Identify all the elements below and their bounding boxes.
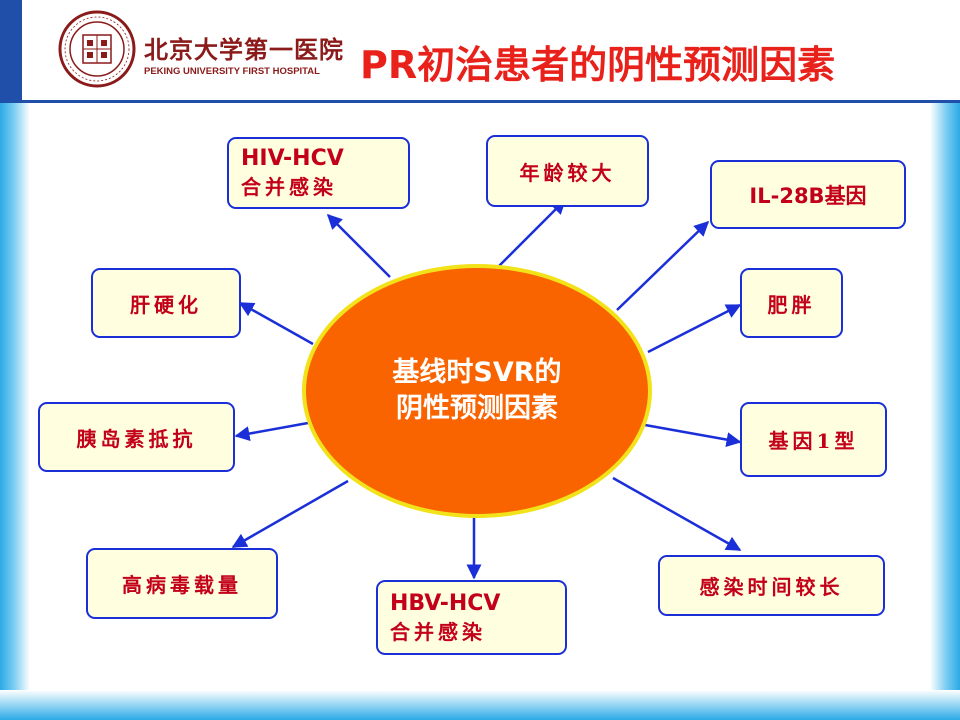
factor-box-obesity: 肥胖	[740, 268, 843, 338]
arrow-to-long-infection	[612, 476, 742, 552]
center-label-line1: 基线时SVR的	[392, 357, 562, 388]
factor-box-long-infection: 感染时间较长	[658, 555, 885, 616]
factor-hbv-hcv-line2: 合并感染	[390, 619, 486, 644]
slide-bottom-band	[0, 690, 960, 720]
factor-insulin-resistance-label: 胰岛素抵抗	[76, 426, 197, 451]
factor-obesity-label: 肥胖	[767, 292, 816, 317]
factor-box-insulin-resistance: 胰岛素抵抗	[38, 402, 235, 472]
factor-box-cirrhosis: 肝硬化	[91, 268, 241, 338]
arrow-to-insulin-resistance	[234, 421, 309, 441]
slide-title: PR初治患者的阴性预测因素	[360, 43, 836, 87]
factor-genotype1-label: 基因1型	[768, 429, 859, 453]
header-accent-bar	[0, 0, 22, 102]
factor-hiv-hcv-line2: 合并感染	[241, 175, 337, 199]
factor-box-high-viral-load: 高病毒载量	[86, 548, 278, 619]
factor-hbv-hcv-line1: HBV-HCV	[390, 590, 501, 616]
factor-hiv-hcv-line1: HIV-HCV	[241, 146, 344, 171]
factor-box-hiv-hcv: HIV-HCV 合并感染	[227, 137, 410, 209]
factor-box-older-age: 年龄较大	[486, 135, 649, 207]
arrow-to-il28b	[616, 220, 710, 311]
factor-cirrhosis-label: 肝硬化	[130, 292, 202, 317]
factor-box-hbv-hcv: HBV-HCV 合并感染	[376, 580, 567, 655]
arrow-to-cirrhosis	[238, 301, 314, 346]
arrow-to-high-viral-load	[231, 479, 349, 549]
factor-older-age-label: 年龄较大	[519, 160, 616, 185]
factor-box-il28b: IL-28B基因	[710, 160, 906, 229]
arrow-to-genotype1	[644, 423, 742, 448]
center-label-line2: 阴性预测因素	[396, 393, 558, 424]
header-divider	[0, 100, 960, 103]
factor-long-infection-label: 感染时间较长	[699, 575, 844, 599]
factor-high-viral-load-label: 高病毒载量	[122, 573, 242, 597]
center-ellipse: 基线时SVR的 阴性预测因素	[302, 264, 652, 518]
institution-name-cn: 北京大学第一医院	[144, 35, 344, 64]
factor-box-genotype1: 基因1型	[740, 402, 887, 477]
arrow-to-obesity	[647, 303, 742, 354]
arrow-to-hiv-hcv	[326, 213, 391, 278]
institution-name-en: PEKING UNIVERSITY FIRST HOSPITAL	[144, 66, 320, 77]
university-seal-logo	[58, 10, 136, 88]
arrow-to-older-age	[494, 198, 567, 271]
factor-il28b-label: IL-28B基因	[749, 183, 867, 208]
slide-header: 北京大学第一医院 PEKING UNIVERSITY FIRST HOSPITA…	[0, 0, 960, 102]
